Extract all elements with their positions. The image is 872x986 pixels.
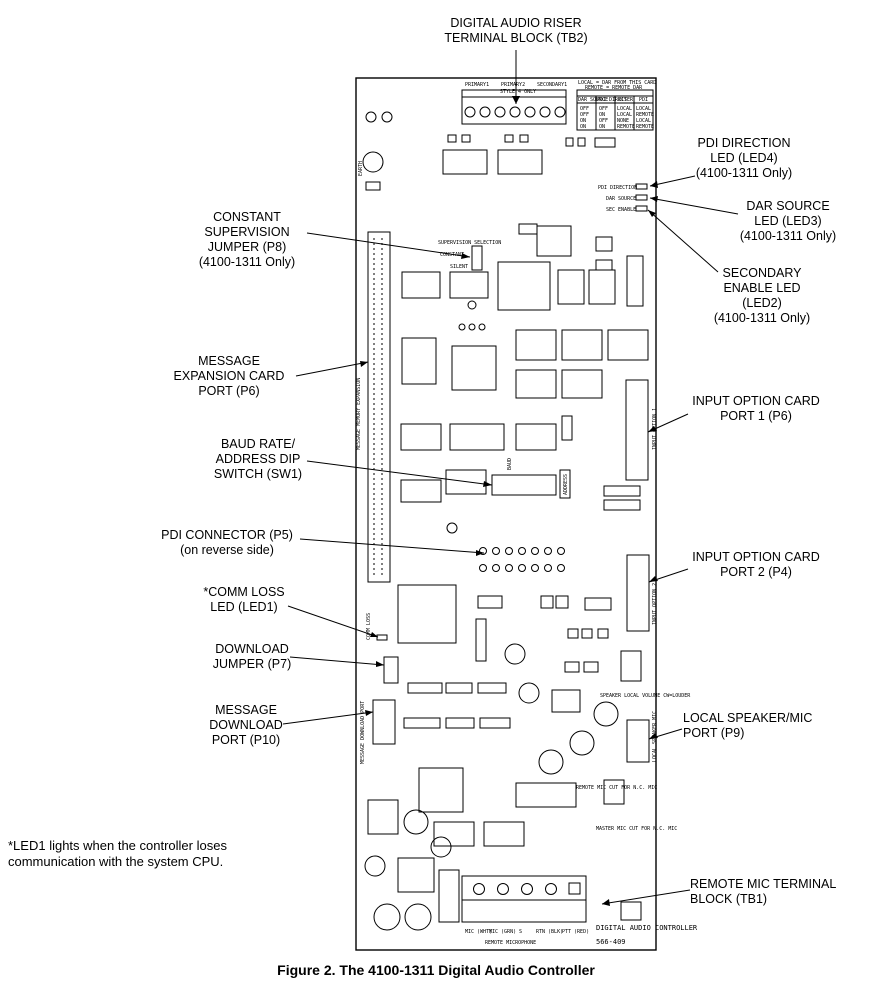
dip-switch-sw1 — [491, 474, 557, 496]
input-option-2-connector — [626, 554, 650, 632]
silk-pdi-direction: PDI DIRECTION — [598, 185, 637, 191]
silk-remote-dar: REMOTE = REMOTE DAR — [585, 85, 643, 91]
silk-message-download-port: MESSAGE DOWNLOAD PORT — [360, 701, 366, 764]
circuit-board — [355, 77, 657, 951]
svg-text:RTN (BLK): RTN (BLK) — [536, 929, 563, 935]
silk-address: ADDRESS — [563, 474, 569, 495]
svg-text:REMOTE: REMOTE — [636, 112, 654, 118]
silk-style4: STYLE 4 ONLY — [500, 89, 536, 95]
svg-text:OFF: OFF — [599, 106, 608, 112]
svg-text:OFF: OFF — [580, 112, 589, 118]
input-option-1-connector — [625, 379, 649, 481]
svg-text:LOCAL: LOCAL — [636, 118, 651, 124]
silk-master-mic-cut: MASTER MIC CUT FOR N.C. MIC — [596, 826, 677, 832]
svg-text:LOCAL: LOCAL — [617, 112, 632, 118]
silk-primary2: PRIMARY2 — [501, 82, 525, 88]
svg-text:REMOTE: REMOTE — [617, 124, 635, 130]
svg-text:MIC (GRN): MIC (GRN) — [489, 929, 516, 935]
silkscreen-text: PRIMARY1 PRIMARY2 SECONDARY1 STYLE 4 ONL… — [356, 80, 698, 946]
silk-dar-source: DAR SOURCE — [606, 196, 636, 202]
silk-th-pdi-direct: PDI DIRECT — [597, 97, 627, 103]
silk-th-pdi: PDI — [639, 97, 648, 103]
silk-remote-microphone: REMOTE MICROPHONE — [485, 940, 536, 946]
silk-secondary1: SECONDARY1 — [537, 82, 567, 88]
silk-constant: CONSTANT — [440, 252, 464, 258]
svg-text:REMOTE: REMOTE — [636, 124, 654, 130]
svg-text:ON: ON — [599, 124, 605, 130]
silk-remote-mic-cut: REMOTE MIC CUT FOR N.C. MIC — [576, 785, 657, 791]
download-port-p10 — [372, 699, 396, 745]
leader-lines — [282, 50, 739, 905]
svg-text:LOCAL: LOCAL — [636, 106, 651, 112]
silk-board-number: 566-409 — [596, 938, 626, 946]
silk-message-memory-expansion: MESSAGE MEMORY EXPANSION — [356, 378, 362, 450]
svg-text:ON: ON — [580, 118, 586, 124]
figure-caption: Figure 2. The 4100-1311 Digital Audio Co… — [277, 962, 595, 978]
svg-text:OFF: OFF — [599, 118, 608, 124]
silk-input-option-2: INPUT OPTION 2 — [652, 583, 658, 625]
silk-speaker-volume: SPEAKER LOCAL VOLUME CW=LOUDER — [600, 693, 691, 699]
silk-th-riser: RISER — [618, 97, 634, 103]
board-outline — [355, 77, 657, 951]
silk-local-dar: LOCAL = DAR FROM THIS CARD — [578, 80, 656, 86]
silk-th-dar: DAR SOURCE — [578, 97, 608, 103]
silk-baud: BAUD — [507, 458, 513, 470]
silk-board-name: DIGITAL AUDIO CONTROLLER — [596, 924, 698, 932]
tb1-terminal-block — [461, 875, 587, 923]
svg-text:OFF: OFF — [580, 106, 589, 112]
svg-text:NONE: NONE — [617, 118, 629, 124]
silk-silent: SILENT — [450, 264, 468, 270]
svg-text:MIC (WHT): MIC (WHT) — [465, 929, 492, 935]
silk-comm-loss: COMM LOSS — [366, 613, 372, 640]
silk-supervision-selection: SUPERVISION SELECTION — [438, 240, 501, 246]
svg-text:ON: ON — [599, 112, 605, 118]
silk-sec-enable: SEC ENABLE — [606, 207, 636, 213]
leader-arrowheads — [360, 96, 658, 906]
silk-primary1: PRIMARY1 — [465, 82, 489, 88]
tb2-terminal-block — [461, 89, 567, 125]
svg-text:PTT (RED): PTT (RED) — [562, 929, 589, 935]
message-expansion-connector — [367, 231, 391, 583]
pdi-connector-p5 — [479, 547, 565, 572]
label-p5: PDI CONNECTOR (P5)(on reverse side) — [161, 528, 293, 557]
svg-text:ON: ON — [580, 124, 586, 130]
speaker-mic-port-p9 — [626, 719, 650, 763]
silk-earth: EARTH — [358, 161, 364, 176]
svg-text:LOCAL: LOCAL — [617, 106, 632, 112]
svg-text:S: S — [519, 929, 522, 935]
